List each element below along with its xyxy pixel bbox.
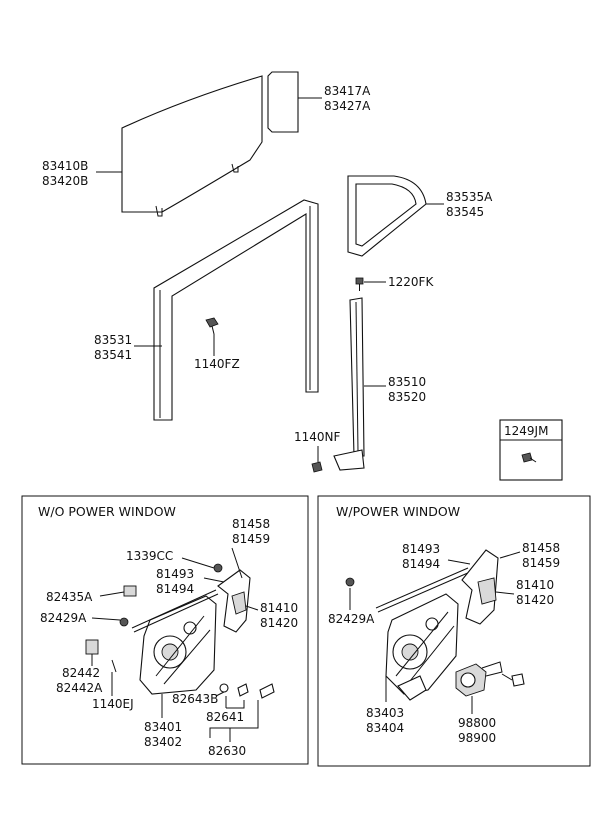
bolt-1140nf xyxy=(311,461,323,473)
label-82435a: 82435A xyxy=(46,590,93,604)
label-83535a: 83535A xyxy=(446,190,493,204)
bolt-1140fz xyxy=(205,317,219,335)
label-82630: 82630 xyxy=(208,744,246,758)
rear-channel xyxy=(333,297,365,471)
label-1249jm: 1249JM xyxy=(504,424,548,438)
label-82429a-right: 82429A xyxy=(328,612,375,626)
label-82641: 82641 xyxy=(206,710,244,724)
label-82442: 82442 xyxy=(62,666,100,680)
label-81420-left: 81420 xyxy=(260,616,298,630)
label-81458-right: 81458 xyxy=(522,541,560,555)
label-83541: 83541 xyxy=(94,348,132,362)
label-1220fk: 1220FK xyxy=(388,275,434,289)
label-81410-right: 81410 xyxy=(516,578,554,592)
label-81459-right: 81459 xyxy=(522,556,560,570)
label-82429a-left: 82429A xyxy=(40,611,87,625)
label-83410b: 83410B xyxy=(42,159,88,173)
label-98900: 98900 xyxy=(458,731,496,745)
glass-run-channel xyxy=(153,199,319,421)
label-83427a: 83427A xyxy=(324,99,371,113)
label-82643b: 82643B xyxy=(172,692,218,706)
power-regulator xyxy=(345,549,525,701)
label-83545: 83545 xyxy=(446,205,484,219)
left-panel-title: W/O POWER WINDOW xyxy=(38,504,176,519)
small-glass xyxy=(267,71,299,133)
label-81493-left: 81493 xyxy=(156,567,194,581)
panel-without-power-window xyxy=(21,495,309,765)
part-box-1249jm xyxy=(499,419,563,481)
label-1140ej: 1140EJ xyxy=(92,697,134,711)
right-panel-title: W/POWER WINDOW xyxy=(336,504,460,519)
panel-with-power-window xyxy=(317,495,591,767)
label-81494-left: 81494 xyxy=(156,582,194,596)
label-83403: 83403 xyxy=(366,706,404,720)
label-1339cc: 1339CC xyxy=(126,549,173,563)
label-81420-right: 81420 xyxy=(516,593,554,607)
label-83402: 83402 xyxy=(144,735,182,749)
label-81458-left: 81458 xyxy=(232,517,270,531)
label-81494-right: 81494 xyxy=(402,557,440,571)
label-81493-right: 81493 xyxy=(402,542,440,556)
label-83404: 83404 xyxy=(366,721,404,735)
bolt-1249jm xyxy=(521,452,537,463)
label-81410-left: 81410 xyxy=(260,601,298,615)
label-83401: 83401 xyxy=(144,720,182,734)
screw-1220fk xyxy=(355,277,364,291)
label-82442a: 82442A xyxy=(56,681,103,695)
label-83520: 83520 xyxy=(388,390,426,404)
label-83420b: 83420B xyxy=(42,174,88,188)
label-83417a: 83417A xyxy=(324,84,371,98)
label-1140fz: 1140FZ xyxy=(194,357,240,371)
quarter-glass-frame xyxy=(347,175,427,257)
label-81459-left: 81459 xyxy=(232,532,270,546)
manual-regulator xyxy=(85,563,275,699)
label-83531: 83531 xyxy=(94,333,132,347)
label-98800: 98800 xyxy=(458,716,496,730)
label-83510: 83510 xyxy=(388,375,426,389)
label-1140nf: 1140NF xyxy=(294,430,341,444)
door-glass xyxy=(121,75,263,217)
